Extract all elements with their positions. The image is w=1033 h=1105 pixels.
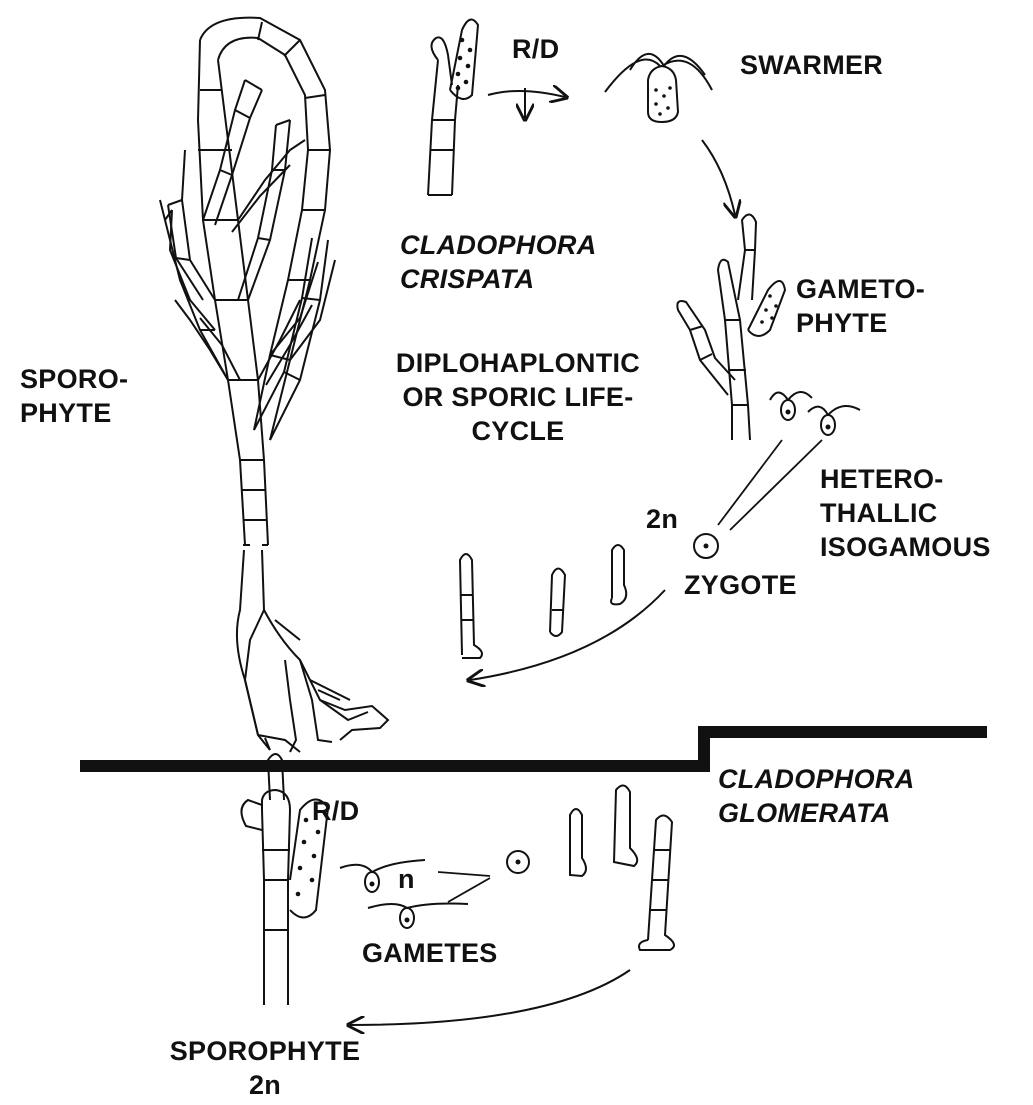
- sporophyte-label-line1: SPORO-: [20, 362, 128, 396]
- species-name-bottom-line2: GLOMERATA: [718, 796, 891, 830]
- fertile-filament-bottom: [241, 754, 328, 1005]
- gamete-fusion-line-b: [448, 878, 490, 902]
- germlings-top: [460, 545, 626, 658]
- gamete-fusion-line-a: [438, 872, 490, 876]
- germlings-bottom: [570, 785, 674, 950]
- haploid-label: n: [398, 862, 415, 896]
- swarmer-to-gametophyte-arrow: [702, 140, 735, 215]
- cycle-type-line1: DIPLOHAPLONTIC: [358, 346, 678, 380]
- heterothallic-label-line3: ISOGAMOUS: [820, 530, 991, 564]
- meiosis-label-bottom: R/D: [312, 794, 359, 828]
- zygote-label: ZYGOTE: [684, 568, 797, 602]
- fusion-line-b: [730, 440, 822, 530]
- fusion-line-a: [718, 440, 782, 525]
- sporophyte-label-bottom: SPOROPHYTE: [160, 1034, 370, 1068]
- swarmer-dots: [654, 86, 672, 116]
- gametes-label: GAMETES: [362, 936, 498, 970]
- fertile-filament-top: [428, 20, 478, 195]
- gametophyte-label-line2: PHYTE: [796, 306, 888, 340]
- species-name-top-line2: CRISPATA: [400, 262, 534, 296]
- swarmer-cell: [605, 54, 712, 122]
- species-name-bottom-line1: CLADOPHORA: [718, 762, 915, 796]
- germling-to-sporophyte-arrow: [350, 970, 630, 1025]
- isogamete-nuclei: [786, 410, 831, 430]
- meiosis-arrow-top: [488, 91, 565, 97]
- gametophyte-label-line1: GAMETO-: [796, 272, 925, 306]
- gametophyte-filament: [677, 214, 785, 440]
- ploidy-label-bottom: 2n: [160, 1068, 370, 1102]
- sporophyte-thallus: [160, 18, 388, 752]
- isogametes: [770, 392, 860, 435]
- sporangium-dots-bottom: [296, 818, 321, 897]
- sporophyte-label-line2: PHYTE: [20, 396, 112, 430]
- divider-line: [80, 732, 987, 766]
- zygote-bottom: [507, 851, 529, 873]
- cycle-type-line3: CYCLE: [358, 414, 678, 448]
- heterothallic-label-line2: THALLIC: [820, 496, 938, 530]
- zygote-top: [694, 534, 718, 558]
- meiosis-label-top: R/D: [512, 32, 559, 66]
- cycle-type-line2: OR SPORIC LIFE-: [358, 380, 678, 414]
- heterothallic-label-line1: HETERO-: [820, 462, 944, 496]
- swarmer-label: SWARMER: [740, 48, 883, 82]
- species-name-top-line1: CLADOPHORA: [400, 228, 597, 262]
- zygote-to-sporophyte-arrow: [470, 590, 665, 680]
- ploidy-label-top: 2n: [646, 502, 678, 536]
